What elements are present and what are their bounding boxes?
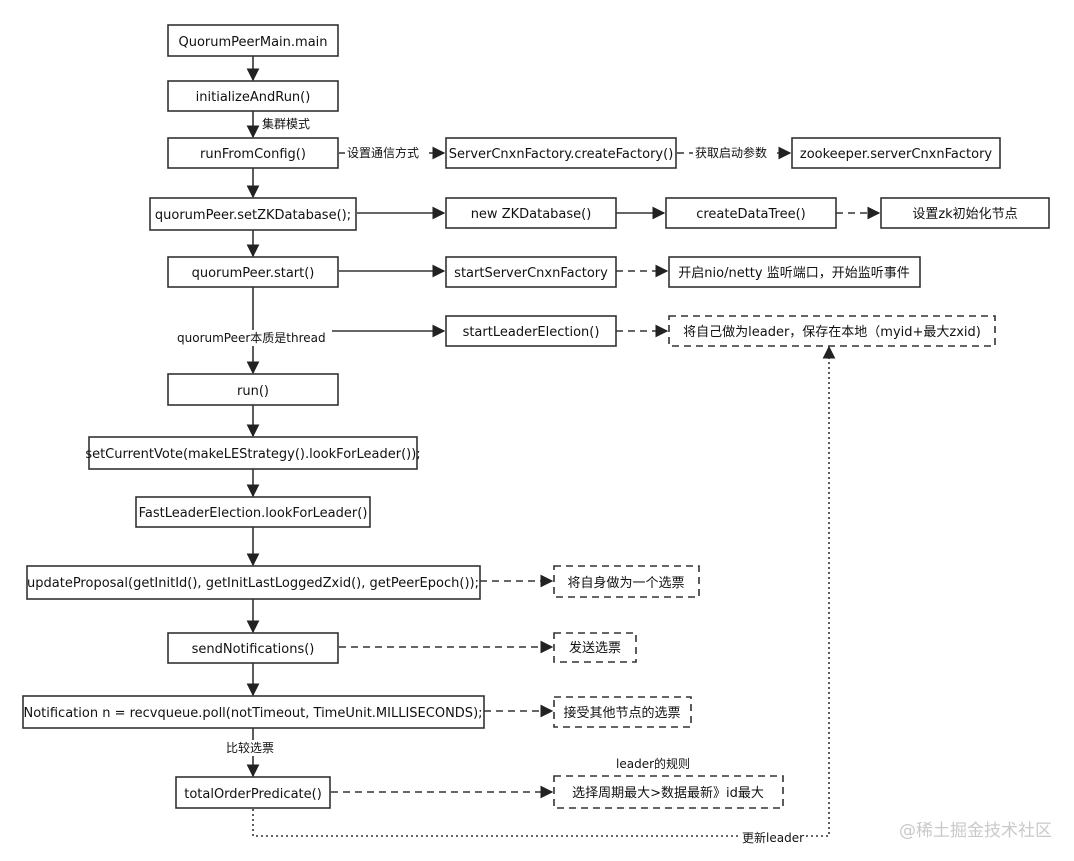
label-params-bg [693,145,777,161]
node-init: initializeAndRun() [167,80,339,112]
node-cdt-label: createDataTree() [696,207,806,222]
node-upd-box [26,565,481,600]
node-setinit: 设置zk初始化节点 [880,197,1050,229]
node-run: run() [167,373,339,406]
node-notif-box [22,695,485,729]
node-run-box [167,373,339,406]
node-tot-label: totalOrderPredicate() [184,787,322,802]
node-setzk-box [149,197,357,231]
node-init-box [167,80,339,112]
node-rule-label: 选择周期最大>数据最新》id最大 [572,785,764,801]
node-recv-box [553,696,692,728]
label-update-leader: 更新leader [742,830,804,845]
node-sscf: startServerCnxnFactory [445,256,617,288]
node-sle-box [445,315,617,347]
node-fle-label: FastLeaderElection.lookForLeader() [139,506,368,521]
label-cluster-mode: 集群模式 [262,116,310,131]
node-self: 将自己做为leader，保存在本地（myid+最大zxid) [668,315,996,347]
node-qstart-label: quorumPeer.start() [192,266,315,281]
node-scf: ServerCnxnFactory.createFactory() [445,137,677,169]
node-sle: startLeaderElection() [445,315,617,347]
node-sendv: 发送选票 [553,632,637,663]
node-scv-label: setCurrentVote(makeLEStrategy().lookForL… [85,447,420,462]
node-sendv-box [553,632,637,663]
node-setinit-label: 设置zk初始化节点 [912,207,1017,222]
node-newzk-box [445,197,617,229]
node-zkscf-box [791,137,1001,169]
node-qstart-box [167,256,339,288]
label-update-leader-bg [741,830,803,846]
node-run-label: run() [237,384,269,399]
node-send-box [167,632,339,664]
node-cdt: createDataTree() [665,197,837,229]
node-notif-label: Notification n = recvqueue.poll(notTimeo… [23,706,482,721]
edge-labels: 集群模式 设置通信方式 获取启动参数 quorumPeer本质是thread 比… [176,116,804,846]
node-scf-label: ServerCnxnFactory.createFactory() [449,147,674,162]
node-scf-box [445,137,677,169]
node-zkscf-label: zookeeper.serverCnxnFactory [800,147,993,162]
nodes: QuorumPeerMain.main initializeAndRun() r… [22,24,1050,809]
node-runcfg-label: runFromConfig() [200,147,306,162]
node-newzk-label: new ZKDatabase() [471,207,592,222]
node-upd-label: updateProposal(getInitId(), getInitLastL… [27,576,479,591]
node-recv-label: 接受其他节点的选票 [563,705,680,721]
node-upd: updateProposal(getInitId(), getInitLastL… [26,565,481,600]
label-comm-bg [345,145,429,161]
node-sendv-label: 发送选票 [569,640,621,656]
node-sscf-box [445,256,617,288]
node-main-box [167,24,339,57]
node-runcfg: runFromConfig() [167,137,339,169]
node-self-box [668,315,996,347]
label-thread: quorumPeer本质是thread [177,331,326,345]
node-main: QuorumPeerMain.main [167,24,339,57]
node-qstart: quorumPeer.start() [167,256,339,288]
side-edges [252,146,881,837]
node-setzk: quorumPeer.setZKDatabase(); [149,197,357,231]
node-recv: 接受其他节点的选票 [553,696,692,728]
edge-update-leader [252,345,836,837]
node-rule: 选择周期最大>数据最新》id最大 [553,775,784,809]
node-self-label: 将自己做为leader，保存在本地（myid+最大zxid) [683,325,981,340]
node-main-label: QuorumPeerMain.main [178,35,327,50]
label-comm: 设置通信方式 [347,145,419,160]
node-runcfg-box [167,137,339,169]
node-newzk: new ZKDatabase() [445,197,617,229]
label-compare-bg [222,740,282,756]
label-leader-rule: leader的规则 [616,756,690,771]
node-notif: Notification n = recvqueue.poll(notTimeo… [22,695,485,729]
label-compare: 比较选票 [226,740,274,755]
node-nio: 开启nio/netty 监听端口，开始监听事件 [668,256,921,288]
label-params: 获取启动参数 [695,145,767,160]
node-fle-box [135,496,371,528]
node-tot: totalOrderPredicate() [175,776,331,809]
node-fle: FastLeaderElection.lookForLeader() [135,496,371,528]
node-setzk-label: quorumPeer.setZKDatabase(); [155,208,351,223]
node-sscf-label: startServerCnxnFactory [454,266,608,281]
node-vote-label: 将自身做为一个选票 [567,575,684,591]
label-thread-bg [176,330,332,346]
node-zkscf: zookeeper.serverCnxnFactory [791,137,1001,169]
node-vote-box [553,565,700,598]
node-nio-label: 开启nio/netty 监听端口，开始监听事件 [678,266,909,281]
node-vote: 将自身做为一个选票 [553,565,700,598]
node-rule-box [553,775,784,809]
node-cdt-box [665,197,837,229]
node-send-label: sendNotifications() [192,642,315,657]
node-scv-box [88,436,418,470]
node-scv: setCurrentVote(makeLEStrategy().lookForL… [85,436,421,470]
node-send: sendNotifications() [167,632,339,664]
node-tot-box [175,776,331,809]
node-init-label: initializeAndRun() [196,90,311,105]
watermark: @稀土掘金技术社区 [899,821,1052,841]
node-setinit-box [880,197,1050,229]
node-nio-box [668,256,921,288]
node-sle-label: startLeaderElection() [463,325,600,340]
